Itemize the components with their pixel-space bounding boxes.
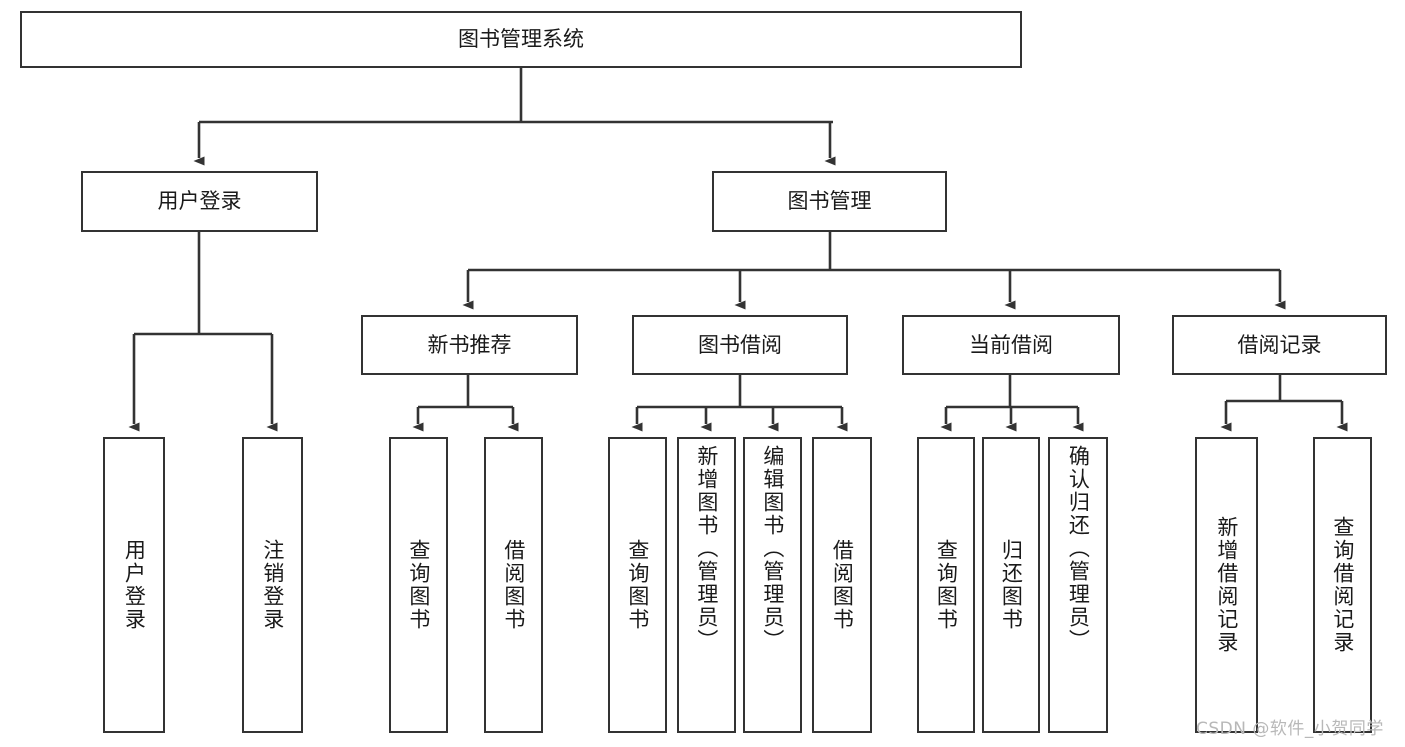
node-leaf-borrow-book-2[interactable]: 借阅图书 — [812, 437, 872, 733]
node-leaf-query-book-1-label: 查询图书 — [406, 539, 431, 631]
node-leaf-add-book-admin[interactable]: 新增图书（管理员） — [677, 437, 736, 733]
node-leaf-borrow-book-1-label: 借阅图书 — [501, 539, 526, 631]
node-book-borrow-label: 图书借阅 — [698, 332, 782, 357]
node-new-book-recommend[interactable]: 新书推荐 — [361, 315, 578, 375]
node-leaf-add-borrow-record[interactable]: 新增借阅记录 — [1195, 437, 1258, 733]
node-leaf-user-login-label: 用户登录 — [122, 539, 147, 631]
node-leaf-query-borrow-record[interactable]: 查询借阅记录 — [1313, 437, 1372, 733]
node-leaf-add-borrow-record-label: 新增借阅记录 — [1214, 516, 1239, 654]
node-new-book-recommend-label: 新书推荐 — [427, 332, 512, 357]
node-leaf-add-book-admin-label: 新增图书（管理员） — [694, 445, 719, 652]
node-current-borrow[interactable]: 当前借阅 — [902, 315, 1120, 375]
node-leaf-user-login[interactable]: 用户登录 — [103, 437, 165, 733]
node-book-manage[interactable]: 图书管理 — [712, 171, 947, 232]
node-leaf-confirm-return-admin[interactable]: 确认归还（管理员） — [1048, 437, 1108, 733]
node-leaf-user-logout-label: 注销登录 — [260, 539, 285, 631]
node-leaf-edit-book-admin-label: 编辑图书（管理员） — [760, 445, 785, 652]
node-leaf-edit-book-admin[interactable]: 编辑图书（管理员） — [743, 437, 802, 733]
node-user-login-label: 用户登录 — [157, 189, 242, 214]
node-root-label: 图书管理系统 — [458, 27, 584, 52]
csdn-watermark-text: CSDN @软件_小贺同学 — [1196, 719, 1384, 739]
node-leaf-query-book-2-label: 查询图书 — [625, 539, 650, 631]
node-leaf-query-book-3-label: 查询图书 — [934, 539, 959, 631]
node-borrow-record[interactable]: 借阅记录 — [1172, 315, 1387, 375]
node-leaf-borrow-book-1[interactable]: 借阅图书 — [484, 437, 543, 733]
node-leaf-query-borrow-record-label: 查询借阅记录 — [1330, 516, 1355, 654]
node-current-borrow-label: 当前借阅 — [969, 332, 1053, 357]
node-leaf-return-book-label: 归还图书 — [999, 539, 1024, 631]
node-leaf-borrow-book-2-label: 借阅图书 — [830, 539, 855, 631]
node-leaf-user-logout[interactable]: 注销登录 — [242, 437, 303, 733]
csdn-watermark: CSDN @软件_小贺同学 — [1196, 714, 1384, 739]
node-leaf-confirm-return-admin-label: 确认归还（管理员） — [1066, 445, 1091, 652]
node-root[interactable]: 图书管理系统 — [20, 11, 1022, 68]
node-user-login[interactable]: 用户登录 — [81, 171, 318, 232]
node-leaf-query-book-1[interactable]: 查询图书 — [389, 437, 448, 733]
node-leaf-query-book-2[interactable]: 查询图书 — [608, 437, 667, 733]
node-leaf-query-book-3[interactable]: 查询图书 — [917, 437, 975, 733]
node-borrow-record-label: 借阅记录 — [1237, 332, 1322, 357]
node-book-manage-label: 图书管理 — [787, 189, 872, 214]
node-book-borrow[interactable]: 图书借阅 — [632, 315, 848, 375]
node-leaf-return-book[interactable]: 归还图书 — [982, 437, 1040, 733]
